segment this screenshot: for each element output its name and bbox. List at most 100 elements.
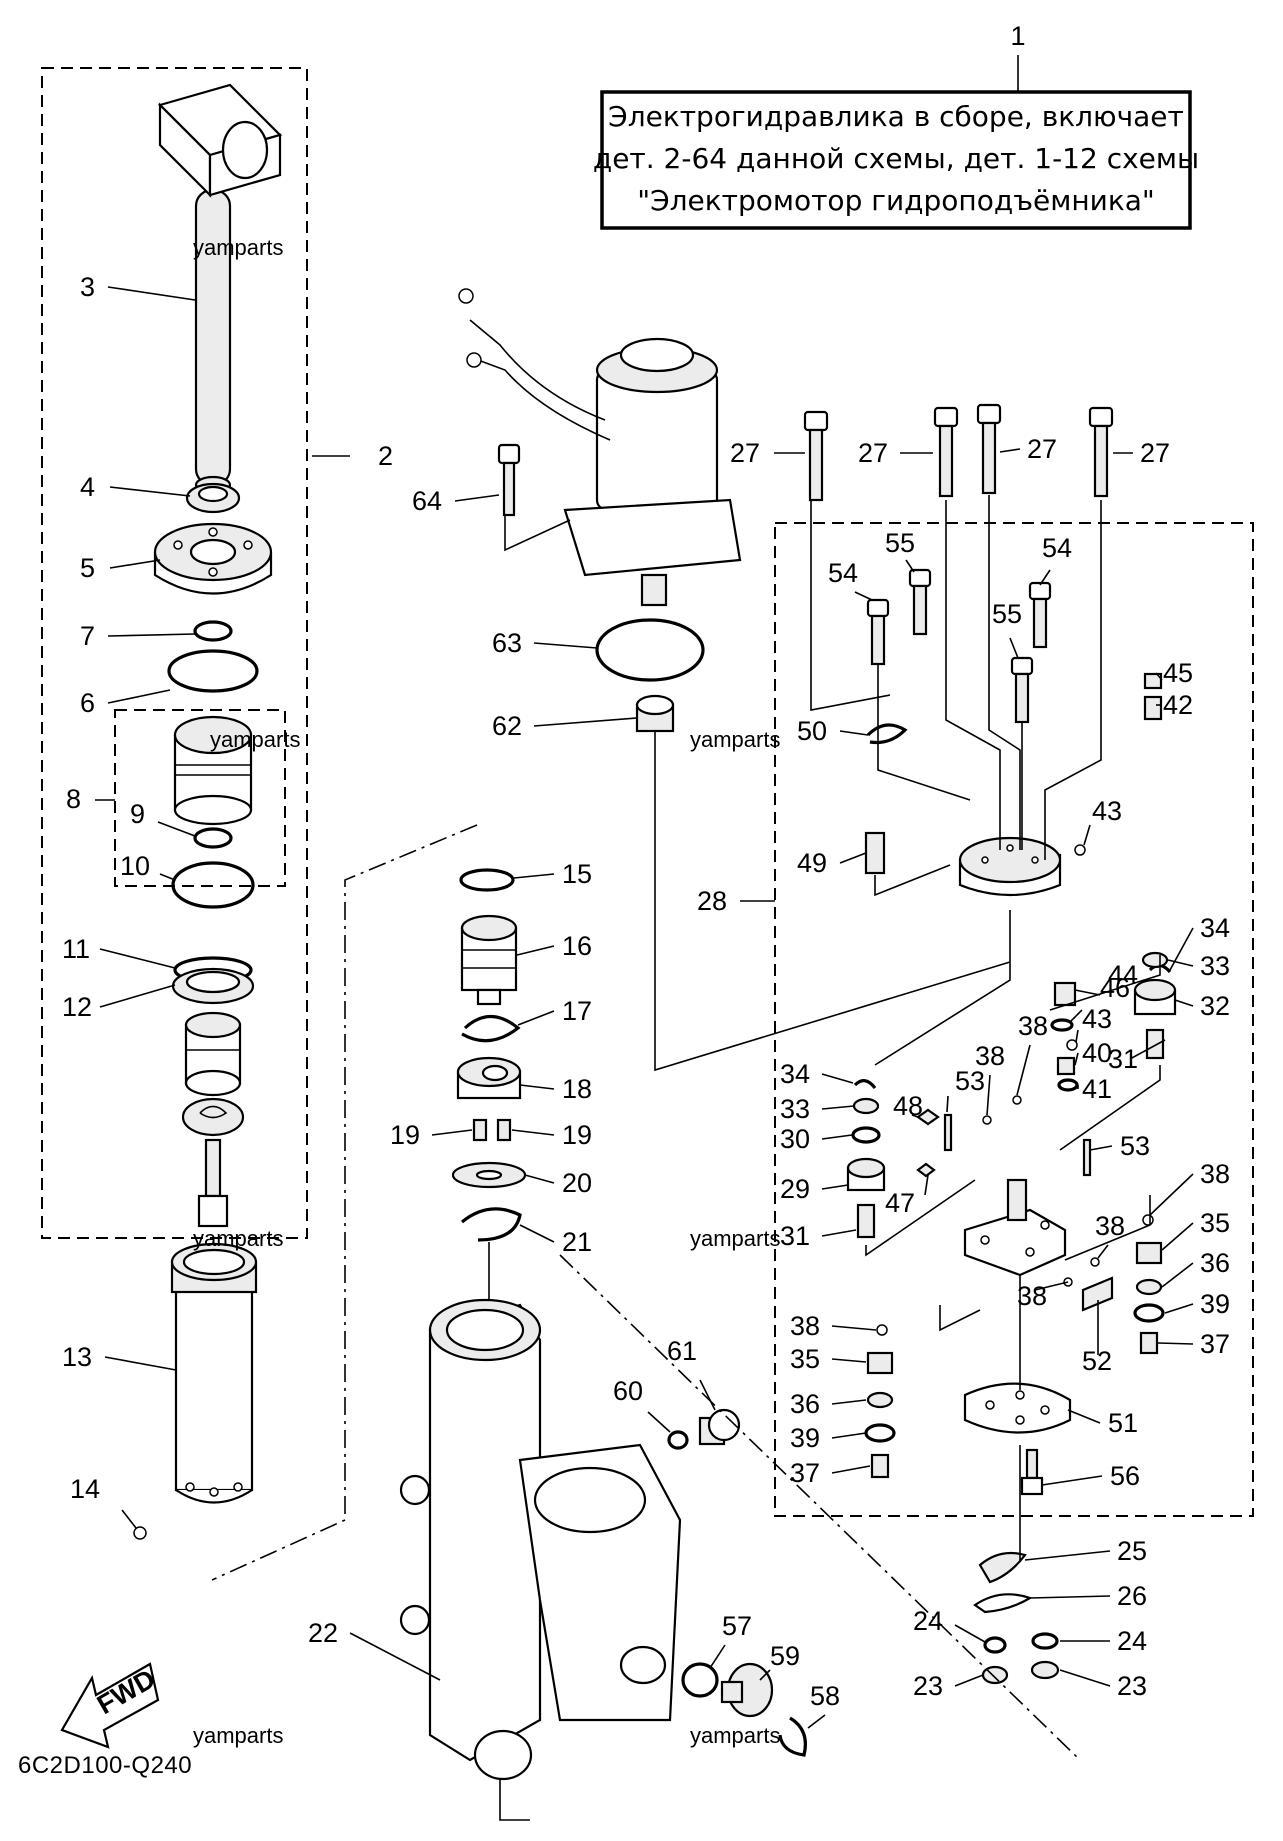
callout-leader-53 <box>1089 1145 1113 1151</box>
callout-24: 24 <box>913 1606 943 1636</box>
callout-55: 55 <box>992 599 1022 629</box>
callout-leader-15 <box>513 873 555 879</box>
callout-leader-11 <box>99 948 176 969</box>
callout-leader-54 <box>854 591 873 601</box>
callout-6: 6 <box>80 688 95 718</box>
callout-leader-46 <box>1069 1009 1083 1023</box>
part-56-screw <box>1020 1448 1044 1496</box>
callout-leader-5 <box>109 559 161 569</box>
callout-leader-9 <box>157 821 196 837</box>
part-6-o-ring <box>167 649 259 693</box>
part-12-washer <box>171 967 255 1005</box>
callout-45: 45 <box>1163 658 1193 688</box>
callout-38: 38 <box>1095 1211 1125 1241</box>
callout-leader-26 <box>1029 1595 1111 1599</box>
callout-leader-45 <box>1155 672 1163 681</box>
callout-13: 13 <box>62 1342 92 1372</box>
callout-leader-14 <box>121 1509 137 1529</box>
callout-26: 26 <box>1117 1581 1147 1611</box>
part-44-46-valve <box>1050 981 1079 1092</box>
callout-33: 33 <box>1200 951 1230 981</box>
part-32-plug <box>1133 978 1177 1016</box>
callout-leader-60 <box>647 1411 671 1433</box>
callout-24: 24 <box>1117 1626 1147 1656</box>
callout-leader-35 <box>831 1358 867 1363</box>
callout-leader-20 <box>524 1174 555 1184</box>
callout-leader-50 <box>839 730 869 736</box>
callout-51: 51 <box>1108 1408 1138 1438</box>
callout-leader-33 <box>1167 959 1194 967</box>
callout-leader-51 <box>1067 1409 1101 1424</box>
callout-leader-24 <box>954 1624 986 1643</box>
part-61-plug <box>698 1408 741 1446</box>
callout-54: 54 <box>828 558 858 588</box>
callout-leader-37 <box>1157 1342 1194 1345</box>
part-34-clip-lower <box>853 1079 877 1090</box>
callout-29: 29 <box>780 1174 810 1204</box>
callout-37: 37 <box>1200 1329 1230 1359</box>
callout-35: 35 <box>790 1344 820 1374</box>
watermark: yamparts <box>690 1723 780 1748</box>
callout-27: 27 <box>730 438 760 468</box>
assembly-lines <box>211 495 1161 1761</box>
callout-leader-31 <box>1129 1039 1166 1060</box>
callout-22: 22 <box>308 1618 338 1648</box>
part-25-26-parts <box>973 1551 1033 1614</box>
callout-leader-54 <box>1039 569 1051 586</box>
part-13-cylinder <box>170 1242 258 1504</box>
part-59-valve <box>720 1662 774 1718</box>
callout-leader-39 <box>831 1432 867 1439</box>
callout-41: 41 <box>1082 1074 1112 1104</box>
part-53-pins <box>943 1113 1092 1177</box>
part-50-clip <box>866 723 908 745</box>
group-frame-2 <box>41 67 308 1239</box>
callout-leader-43 <box>1083 824 1091 846</box>
callout-46: 46 <box>1100 973 1130 1003</box>
callout-34: 34 <box>780 1059 810 1089</box>
fwd-direction-arrow: FWD <box>60 1662 160 1749</box>
callout-leader-3 <box>107 286 196 301</box>
part-49-spring <box>864 831 886 875</box>
callout-leader-38 <box>1097 1244 1109 1259</box>
callout-15: 15 <box>562 859 592 889</box>
callout-leader-6 <box>107 689 171 704</box>
assembly-note: Электрогидравлика в сборе, включает дет.… <box>593 55 1199 230</box>
callout-28: 28 <box>697 886 727 916</box>
callout-38: 38 <box>1200 1159 1230 1189</box>
callout-leader-55 <box>905 559 915 573</box>
callout-32: 32 <box>1200 991 1230 1021</box>
part-4-bushing <box>185 482 241 514</box>
callout-38: 38 <box>790 1311 820 1341</box>
callout-27: 27 <box>1140 438 1170 468</box>
callout-leader-13 <box>104 1356 177 1371</box>
callout-34: 34 <box>1200 913 1230 943</box>
part-62-filter <box>635 694 1011 1072</box>
part-63-o-ring <box>595 618 705 682</box>
part-27-bolts <box>803 403 1114 502</box>
callout-leader-38 <box>986 1074 991 1116</box>
callout-leader-39 <box>1164 1303 1194 1314</box>
callout-leader-56 <box>1041 1475 1103 1486</box>
part-35-39-right <box>1133 1241 1165 1355</box>
callout-3: 3 <box>80 272 95 302</box>
part-22-housing <box>399 1298 682 1821</box>
callout-50: 50 <box>797 716 827 746</box>
callout-27: 27 <box>1027 434 1057 464</box>
callout-leader-37 <box>831 1465 871 1474</box>
callout-leader-32 <box>1174 999 1194 1007</box>
diagram-code: 6C2D100-Q240 <box>18 1752 192 1779</box>
callout-20: 20 <box>562 1168 592 1198</box>
callout-leader-18 <box>519 1084 555 1090</box>
callout-leader-35 <box>1161 1222 1194 1251</box>
callout-leader-29 <box>821 1184 849 1190</box>
callout-leader-36 <box>831 1399 867 1405</box>
callout-leader-48 <box>911 1114 919 1118</box>
callout-leader-58 <box>807 1714 826 1729</box>
callout-23: 23 <box>913 1671 943 1701</box>
part-29-plug <box>846 1157 886 1192</box>
callout-62: 62 <box>492 711 522 741</box>
callout-leader-34 <box>821 1073 854 1084</box>
callout-leader-33 <box>821 1105 855 1110</box>
pump-valve-body <box>963 1178 1067 1277</box>
